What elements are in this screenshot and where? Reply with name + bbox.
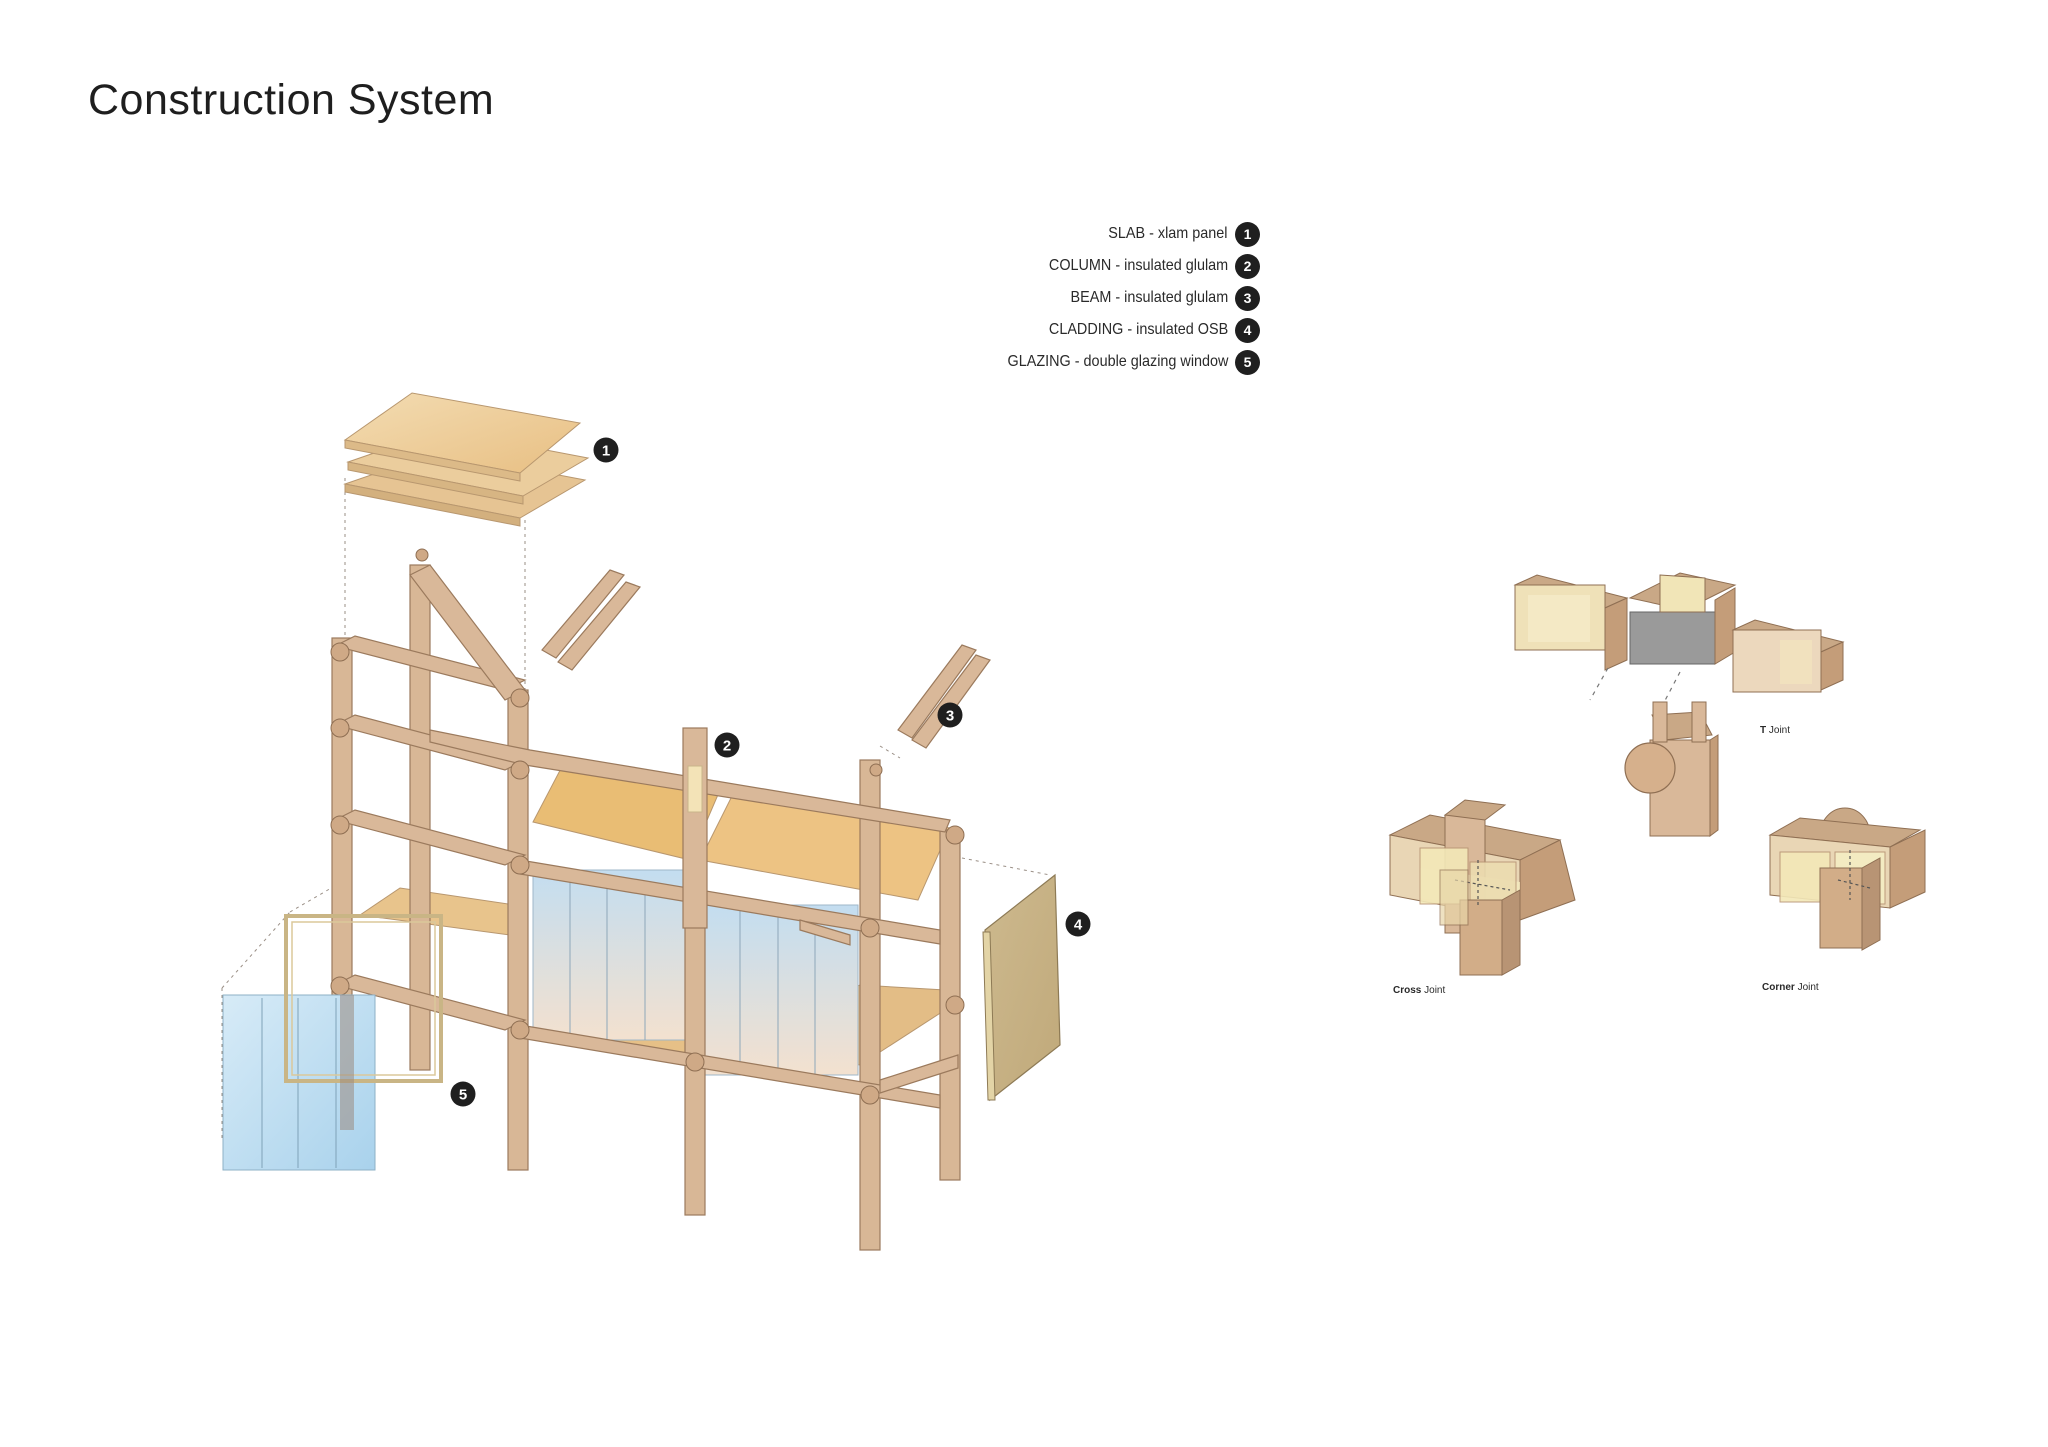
callout-number: 2: [723, 738, 731, 755]
t-joint-diagram: T Joint: [1513, 572, 1845, 837]
slab-panel-exploded: [343, 392, 590, 527]
callout-1: 1: [593, 437, 619, 463]
column-stub: [682, 727, 708, 929]
page-title: Construction System: [88, 76, 495, 124]
callout-number: 5: [459, 1087, 467, 1104]
callout-4: 4: [1065, 911, 1091, 937]
cladding-panel: [982, 873, 1061, 1102]
legend-label: SLAB - xlam panel: [1108, 225, 1228, 242]
legend-item-beam: BEAM - insulated glulam 3: [800, 282, 1260, 314]
callout-badge: [450, 1081, 476, 1107]
beams: [333, 564, 959, 1109]
callout-badge: [714, 732, 740, 758]
number-badge: 3: [1235, 285, 1260, 311]
callout-number: 4: [1074, 917, 1083, 934]
legend-label: CLADDING - insulated OSB: [1048, 321, 1228, 338]
corner-joint-diagram: Corner Joint: [1762, 807, 1926, 993]
number-badge: 1: [1235, 221, 1260, 247]
column: [409, 564, 431, 1071]
callout-badge: [937, 702, 963, 728]
joint-caption-cross: Cross Joint: [1393, 985, 1445, 996]
callout-number: 3: [946, 708, 954, 725]
joint-details: T Joint Cross Joint: [1388, 572, 1926, 996]
callout-badge: [593, 437, 619, 463]
legend: SLAB - xlam panel 1 COLUMN - insulated g…: [800, 218, 1260, 378]
callout-3: 3: [937, 702, 963, 728]
legend-item-cladding: CLADDING - insulated OSB 4: [800, 314, 1260, 346]
joint-caption-t: T Joint: [1760, 725, 1790, 736]
number-badge: 2: [1235, 253, 1260, 279]
number-badge: 5: [1235, 349, 1260, 375]
exploded-structure: 1 2 3 4 5: [221, 392, 1091, 1251]
legend-item-slab: SLAB - xlam panel 1: [800, 218, 1260, 250]
cross-joint-diagram: Cross Joint: [1388, 799, 1576, 996]
glazing-exploded: [222, 914, 443, 1171]
callout-badge: [1065, 911, 1091, 937]
number-badge: 4: [1235, 317, 1260, 343]
callout-number: 1: [602, 443, 610, 460]
column: [859, 759, 881, 1251]
legend-label: BEAM - insulated glulam: [1070, 289, 1228, 306]
legend-item-glazing: GLAZING - double glazing window 5: [800, 346, 1260, 378]
callout-5: 5: [450, 1081, 476, 1107]
loose-beams: [541, 569, 991, 749]
glazing-bays: [532, 869, 859, 1076]
legend-label: GLAZING - double glazing window: [1007, 353, 1228, 370]
guide-lines: [221, 478, 1051, 1140]
callout-2: 2: [714, 732, 740, 758]
legend-item-column: COLUMN - insulated glulam 2: [800, 250, 1260, 282]
joint-caption-corner: Corner Joint: [1762, 982, 1819, 993]
legend-label: COLUMN - insulated glulam: [1048, 257, 1228, 274]
